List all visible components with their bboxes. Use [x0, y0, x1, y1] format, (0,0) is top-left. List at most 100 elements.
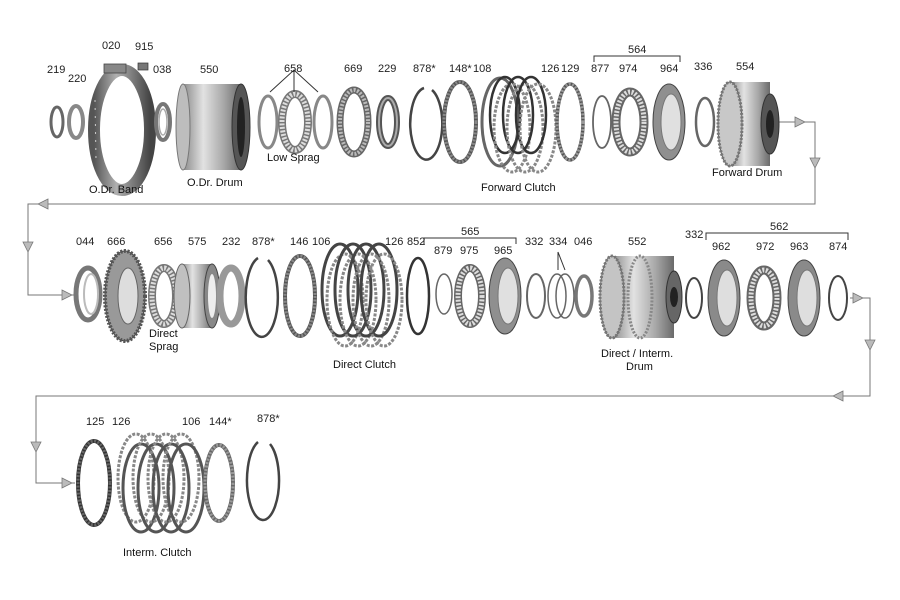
label-878: 878*: [413, 63, 436, 75]
label-963: 963: [790, 241, 808, 253]
part-020-band: [88, 63, 156, 196]
part-550-drum: [175, 83, 251, 171]
label-575: 575: [188, 236, 206, 248]
label-562: 562: [770, 221, 788, 233]
part-669-race: [336, 86, 372, 158]
part-974-sprag: [611, 87, 649, 157]
part-554-drum: [716, 80, 780, 168]
part-552-drum: [598, 254, 683, 340]
label-106: 106: [182, 416, 200, 428]
part-336-ring: [694, 96, 716, 148]
label-038: 038: [153, 64, 171, 76]
label-550: 550: [200, 64, 218, 76]
part-575-race: [173, 263, 221, 329]
label-878: 878*: [252, 236, 275, 248]
part-125-plate: [76, 439, 112, 527]
label-666: 666: [107, 236, 125, 248]
label-106: 106: [312, 236, 330, 248]
label-220: 220: [68, 73, 86, 85]
label-146: 146: [290, 236, 308, 248]
caption-direct-sprag-2: Sprag: [149, 341, 178, 353]
part-658-ring-left: [257, 94, 279, 150]
label-915: 915: [135, 41, 153, 53]
label-125: 125: [86, 416, 104, 428]
part-878-snap-ring: [409, 86, 444, 161]
label-972: 972: [756, 241, 774, 253]
part-874-ring: [828, 275, 848, 321]
label-552: 552: [628, 236, 646, 248]
label-974: 974: [619, 63, 637, 75]
part-interm-clutch-pack: [116, 432, 206, 534]
group-brackets: [269, 55, 849, 271]
label-046: 046: [574, 236, 592, 248]
part-658-sprag: [278, 90, 312, 154]
label-229: 229: [378, 63, 396, 75]
label-232: 232: [222, 236, 240, 248]
label-962: 962: [712, 241, 730, 253]
part-878-snap-ring: [245, 441, 281, 522]
part-962-piston: [707, 259, 741, 337]
label-964: 964: [660, 63, 678, 75]
caption-direct-interm-1: Direct / Interm.: [601, 348, 673, 360]
caption-forward-clutch: Forward Clutch: [481, 182, 556, 194]
part-232-ring: [216, 264, 246, 328]
label-332: 332: [525, 236, 543, 248]
label-878: 878*: [257, 413, 280, 425]
part-877-ring: [592, 95, 612, 149]
part-332-ring-b: [685, 277, 703, 319]
label-565: 565: [461, 226, 479, 238]
label-564: 564: [628, 44, 646, 56]
part-658-ring-right: [312, 94, 334, 150]
label-965: 965: [494, 245, 512, 257]
label-219: 219: [47, 64, 65, 76]
part-972-sprag: [746, 265, 782, 331]
part-129-plate: [555, 82, 585, 162]
label-126: 126: [541, 63, 559, 75]
part-219-washer: [49, 105, 65, 139]
part-229-ring: [376, 95, 400, 149]
caption-direct-clutch: Direct Clutch: [333, 359, 396, 371]
caption-direct-sprag-1: Direct: [149, 328, 178, 340]
part-975-sprag: [454, 264, 486, 328]
part-044-bearing: [73, 265, 103, 323]
caption-interm-clutch: Interm. Clutch: [123, 547, 191, 559]
part-965-piston: [488, 257, 522, 335]
row3-labels: 125 126 106 144* 878* Interm. Clutch: [86, 413, 280, 559]
label-129: 129: [561, 63, 579, 75]
label-669: 669: [344, 63, 362, 75]
row1-parts: [49, 62, 780, 196]
caption-odr-band: O.Dr. Band: [89, 184, 143, 196]
label-656: 656: [154, 236, 172, 248]
caption-forward-drum: Forward Drum: [712, 167, 782, 179]
part-852-ring: [405, 256, 431, 336]
label-874: 874: [829, 241, 847, 253]
label-144: 144*: [209, 416, 232, 428]
label-044: 044: [76, 236, 94, 248]
row1-labels: 219 220 020 915 038 550 658 669 229 878*…: [47, 40, 782, 196]
label-334: 334: [549, 236, 567, 248]
label-554: 554: [736, 61, 754, 73]
row3-parts: [76, 432, 281, 534]
caption-direct-interm-2: Drum: [626, 361, 653, 373]
part-963-piston: [787, 259, 821, 337]
row2-parts: [73, 242, 848, 348]
label-975: 975: [460, 245, 478, 257]
part-878-snap-ring: [244, 256, 280, 339]
part-332-ring: [526, 273, 546, 319]
label-020: 020: [102, 40, 120, 52]
flow-lines: [22, 116, 876, 489]
label-148: 148*: [449, 63, 472, 75]
label-108: 108: [473, 63, 491, 75]
label-332-b: 332: [685, 229, 703, 241]
label-336: 336: [694, 61, 712, 73]
label-877: 877: [591, 63, 609, 75]
label-658: 658: [284, 63, 302, 75]
part-879-ring: [435, 273, 453, 315]
part-146-plate: [283, 254, 317, 338]
row2-labels: 044 666 656 575 232 878* 146 106 126 852…: [76, 221, 847, 373]
caption-low-sprag: Low Sprag: [267, 152, 320, 164]
label-126: 126: [112, 416, 130, 428]
part-forward-clutch-pack: [480, 75, 558, 174]
label-879: 879: [434, 245, 452, 257]
